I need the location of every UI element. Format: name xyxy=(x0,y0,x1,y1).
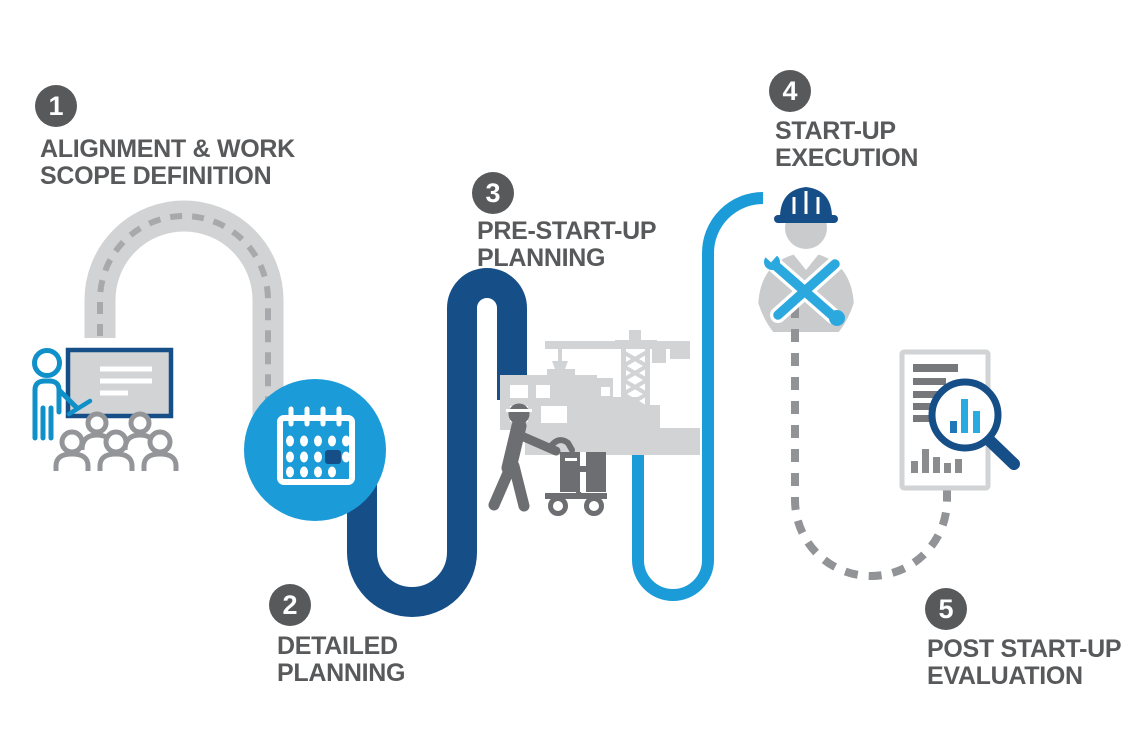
calendar-days xyxy=(286,435,350,478)
construction-site-icon xyxy=(488,330,700,516)
calendar-selected-day xyxy=(325,450,341,464)
stage-2-label: DETAILED PLANNING xyxy=(277,633,405,687)
calendar-rings xyxy=(288,406,342,427)
calendar-icon xyxy=(244,379,386,521)
stage-5-number: 5 xyxy=(938,593,954,624)
stage-4-label-line2: EXECUTION xyxy=(775,144,919,172)
report-bar-chart xyxy=(911,449,962,473)
cyan-connector xyxy=(632,192,764,601)
stage-5-badge: 5 xyxy=(925,588,967,630)
stage-4-label-line1: START-UP xyxy=(775,117,896,145)
report-text-lines xyxy=(913,364,958,422)
stage-5-label-line1: POST START-UP xyxy=(927,635,1122,663)
magnifier-bars xyxy=(950,399,980,433)
stage-4-label: START-UP EXECUTION xyxy=(775,118,918,172)
road-connector xyxy=(84,200,284,435)
construction-worker-figure xyxy=(488,403,607,516)
audience-figures xyxy=(53,411,179,471)
stage-2-badge: 2 xyxy=(269,584,311,626)
presentation-meeting-icon xyxy=(32,347,179,471)
presenter-figure xyxy=(32,348,93,441)
magnifier xyxy=(928,378,1020,470)
crossed-tools-icon xyxy=(764,249,845,326)
stage-1-number: 1 xyxy=(48,90,64,121)
stage-5-label: POST START-UP EVALUATION xyxy=(927,635,1122,690)
stage-3-label-line1: PRE-START-UP xyxy=(477,217,657,245)
stage-1-badge: 1 xyxy=(35,85,77,127)
stage-4-number: 4 xyxy=(782,75,798,106)
stage-5-label-line2: EVALUATION xyxy=(927,662,1083,690)
stage-1-label-line2: SCOPE DEFINITION xyxy=(40,162,272,190)
stage-3-badge: 3 xyxy=(472,172,514,214)
stage-4-badge: 4 xyxy=(769,70,811,112)
crane-lattice xyxy=(558,349,649,426)
navy-connector xyxy=(347,268,527,617)
report-magnifier-icon xyxy=(899,349,1020,491)
stage-1-label: ALIGNMENT & WORK SCOPE DEFINITION xyxy=(40,136,295,190)
stage-2-number: 2 xyxy=(282,589,298,620)
stage-3-number: 3 xyxy=(485,177,501,208)
stage-3-label-line2: PLANNING xyxy=(477,244,606,272)
stage-3-label: PRE-START-UP PLANNING xyxy=(477,217,657,272)
hard-hat xyxy=(774,187,838,223)
stage-2-label-line2: PLANNING xyxy=(277,659,406,687)
stage-1-label-line1: ALIGNMENT & WORK xyxy=(40,135,295,163)
whiteboard-text-lines xyxy=(100,366,152,396)
dashed-connector xyxy=(791,305,951,580)
stage-2-label-line1: DETAILED xyxy=(277,632,398,660)
